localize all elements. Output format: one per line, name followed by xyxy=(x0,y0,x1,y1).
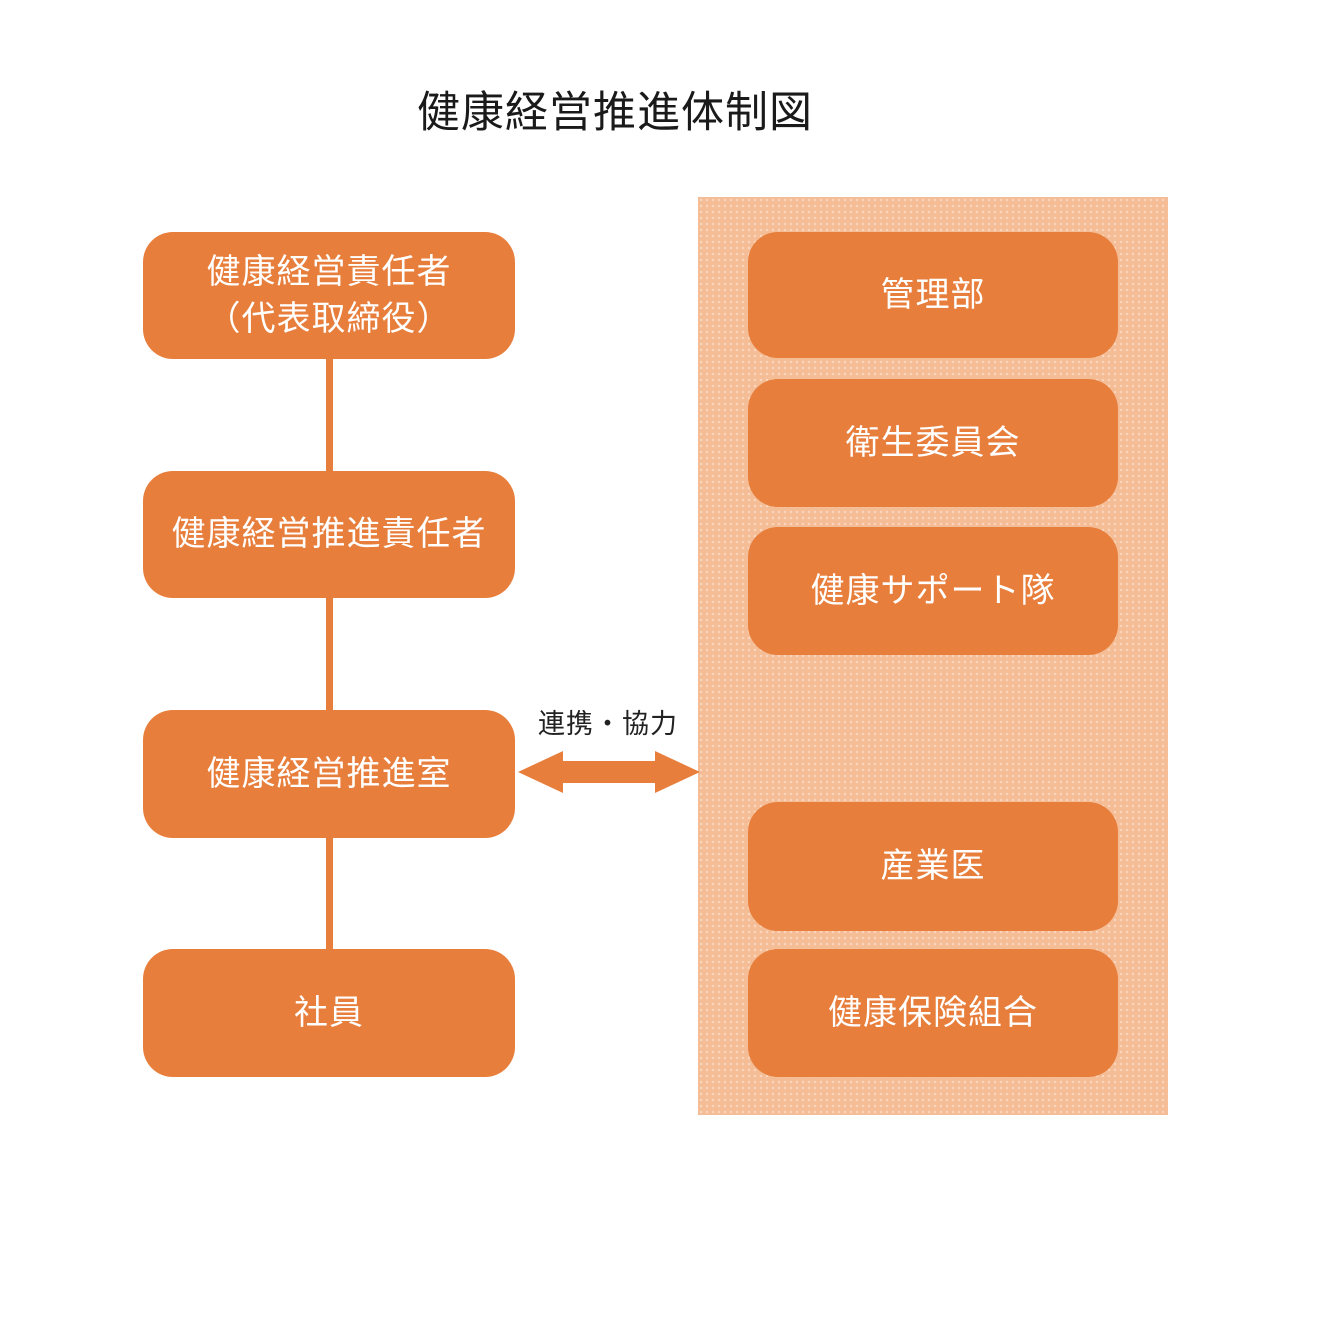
connector-line-1 xyxy=(326,358,333,472)
node-health-support-team: 健康サポート隊 xyxy=(748,527,1118,655)
node-health-committee: 衛生委員会 xyxy=(748,379,1118,507)
cooperation-arrow-label: 連携・協力 xyxy=(538,709,678,739)
node-administration-department: 管理部 xyxy=(748,232,1118,358)
bidirectional-arrow-icon xyxy=(518,751,700,793)
node-health-insurance-association: 健康保険組合 xyxy=(748,949,1118,1077)
node-employees: 社員 xyxy=(143,949,515,1077)
node-health-management-officer: 健康経営責任者 （代表取締役） xyxy=(143,232,515,359)
connector-line-3 xyxy=(326,837,333,950)
connector-line-2 xyxy=(326,597,333,711)
diagram-title: 健康経営推進体制図 xyxy=(417,89,813,137)
node-health-management-promotion-office: 健康経営推進室 xyxy=(143,710,515,838)
node-occupational-physician: 産業医 xyxy=(748,802,1118,931)
node-health-management-promotion-officer: 健康経営推進責任者 xyxy=(143,471,515,598)
